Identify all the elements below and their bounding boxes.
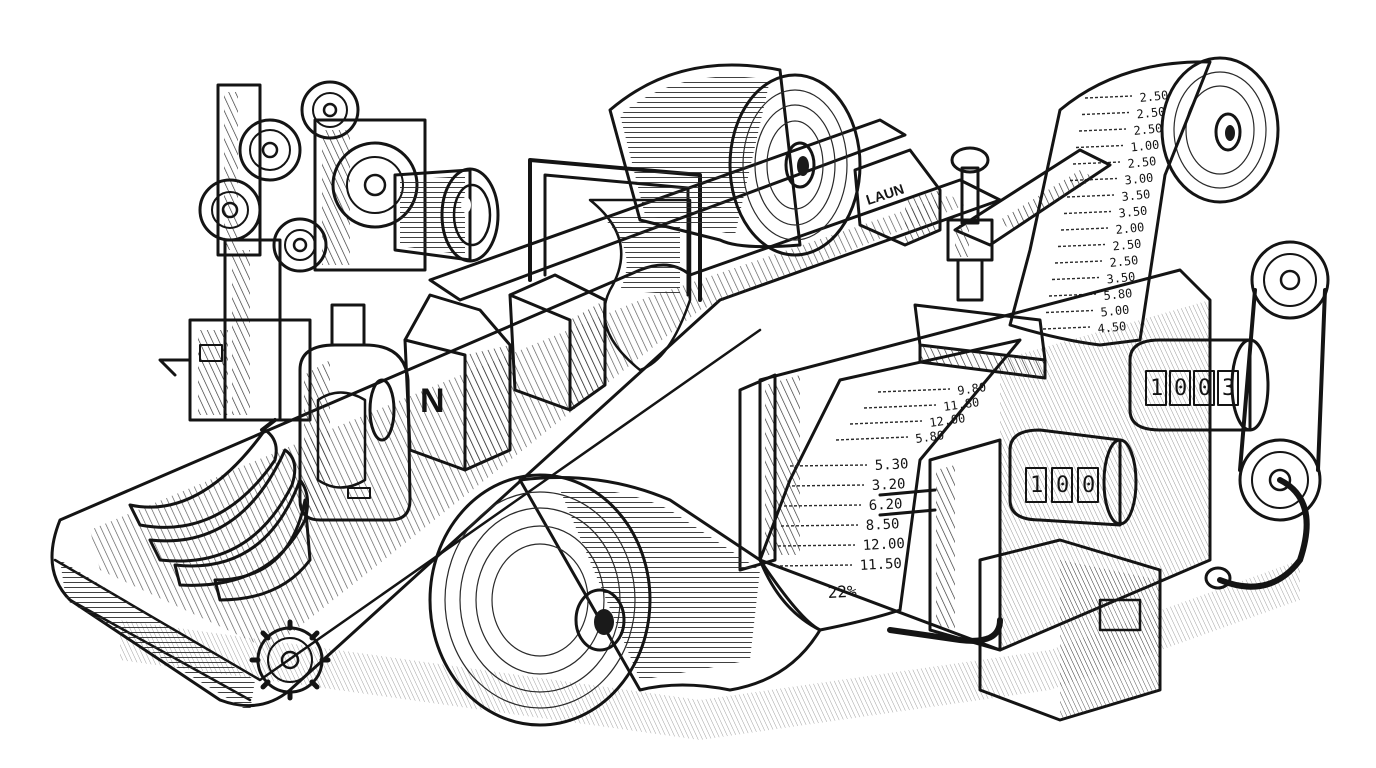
ground-shadow [120, 560, 1300, 740]
receipt-price: 2.50 [1109, 253, 1139, 270]
receipt-line-item [1051, 276, 1100, 281]
receipt-price: 3.20 [871, 476, 906, 494]
receipt-line-item [1048, 293, 1097, 297]
receipt-price: 2.50 [1112, 237, 1142, 254]
counter-digit: 0 [1198, 376, 1211, 401]
receipt-price: 1.00 [1130, 138, 1160, 155]
gear-icon [1238, 438, 1322, 522]
receipt-price: 11.50 [859, 556, 902, 574]
receipt-line-item [1045, 309, 1094, 314]
receipt-line-item [1042, 326, 1091, 330]
receipt-price: 2.50 [1139, 88, 1169, 105]
receipt-price: 2.50 [1133, 121, 1163, 138]
gear-icon [300, 80, 360, 140]
counter-wheel [1169, 370, 1191, 406]
receipt-price: 5.80 [914, 428, 945, 446]
counter-digit: 0 [1174, 376, 1187, 401]
receipt-price: 3.50 [1118, 204, 1148, 221]
paper-guide-frame [528, 158, 702, 372]
receipt-line-item [786, 484, 865, 487]
counter-wheel [1217, 370, 1239, 406]
counter-digit: 0 [1082, 473, 1095, 498]
receipt-price: 3.00 [1124, 171, 1154, 188]
receipt-price: 11.80 [942, 395, 980, 414]
receipt-price: 2.50 [1136, 105, 1166, 122]
receipt-line-item [863, 404, 937, 409]
counter-digit: 1 [1150, 376, 1163, 401]
receipt-price-list: 9.8011.8012.005.805.303.206.208.5012.001… [774, 380, 987, 602]
printer-base-box [887, 538, 1162, 722]
gear-icon [238, 118, 302, 182]
box-label: LAUN [864, 181, 906, 208]
receipt-line-item [1063, 210, 1112, 215]
receipt-line-item [783, 504, 862, 507]
receipt-line-item [1084, 95, 1133, 99]
counter-wheel [1077, 467, 1099, 503]
receipt-line-item [1075, 144, 1124, 149]
receipt-price: 12.00 [862, 536, 905, 554]
counter-digit: 3 [1222, 376, 1235, 401]
carton-label: N [420, 382, 445, 420]
counter-wheel [1025, 467, 1047, 503]
counter-wheel [1051, 467, 1073, 503]
receipt-line-item [1054, 260, 1103, 264]
gear-icon [1250, 240, 1330, 320]
receipt-price: 5.00 [1100, 303, 1130, 320]
paper-roll-icon [1160, 56, 1280, 204]
counter-wheel [1193, 370, 1215, 406]
receipt-price: 2.00 [1115, 220, 1145, 237]
crank-handle-icon [1204, 477, 1310, 590]
receipt-price: 3.50 [1121, 187, 1151, 204]
receipt-line-item [849, 420, 923, 425]
juice-box-icon [508, 273, 607, 412]
receipt-line-item [1081, 111, 1130, 116]
paper-roll-icon [608, 63, 862, 257]
gear-icon [272, 217, 328, 273]
receipt-line-item [777, 544, 856, 547]
receipt-line-item [877, 388, 951, 393]
gear-icon [198, 178, 262, 242]
receipt-line-item [835, 436, 909, 441]
drive-belt [1238, 288, 1327, 472]
receipt-price: 8.50 [865, 516, 900, 534]
detergent-bottle-icon [298, 303, 412, 522]
receipt-price: 2.50 [1127, 154, 1157, 171]
receipt-price: 12.00 [928, 411, 966, 430]
receipt-line-item [780, 524, 859, 527]
receipt-price: 6.20 [868, 496, 903, 514]
milk-carton-icon: N [403, 293, 512, 472]
receipt-line-item [1060, 227, 1109, 231]
receipt-line-item [1072, 161, 1121, 165]
receipt-line-item [1066, 194, 1115, 198]
receipt-line-item [1078, 128, 1127, 132]
receipt-total: 22% [827, 581, 857, 602]
receipt-price: 5.30 [874, 456, 909, 474]
camera-tower [158, 83, 427, 422]
gear-icon [249, 619, 331, 701]
camera-lens-icon [393, 167, 500, 263]
receipt-line-item [774, 564, 853, 567]
counter-wheel [1145, 370, 1167, 406]
counter-digit: 1 [1030, 473, 1043, 498]
receipt-price-list: 2.502.502.501.002.503.003.503.502.002.50… [1042, 88, 1169, 336]
paper-roll-icon [428, 473, 822, 727]
receipt-price: 5.80 [1103, 286, 1133, 303]
counter-digit: 0 [1056, 473, 1069, 498]
receipt-price: 9.80 [956, 380, 987, 398]
receipt-line-item [789, 464, 868, 467]
receipt-line-item [1057, 243, 1106, 248]
